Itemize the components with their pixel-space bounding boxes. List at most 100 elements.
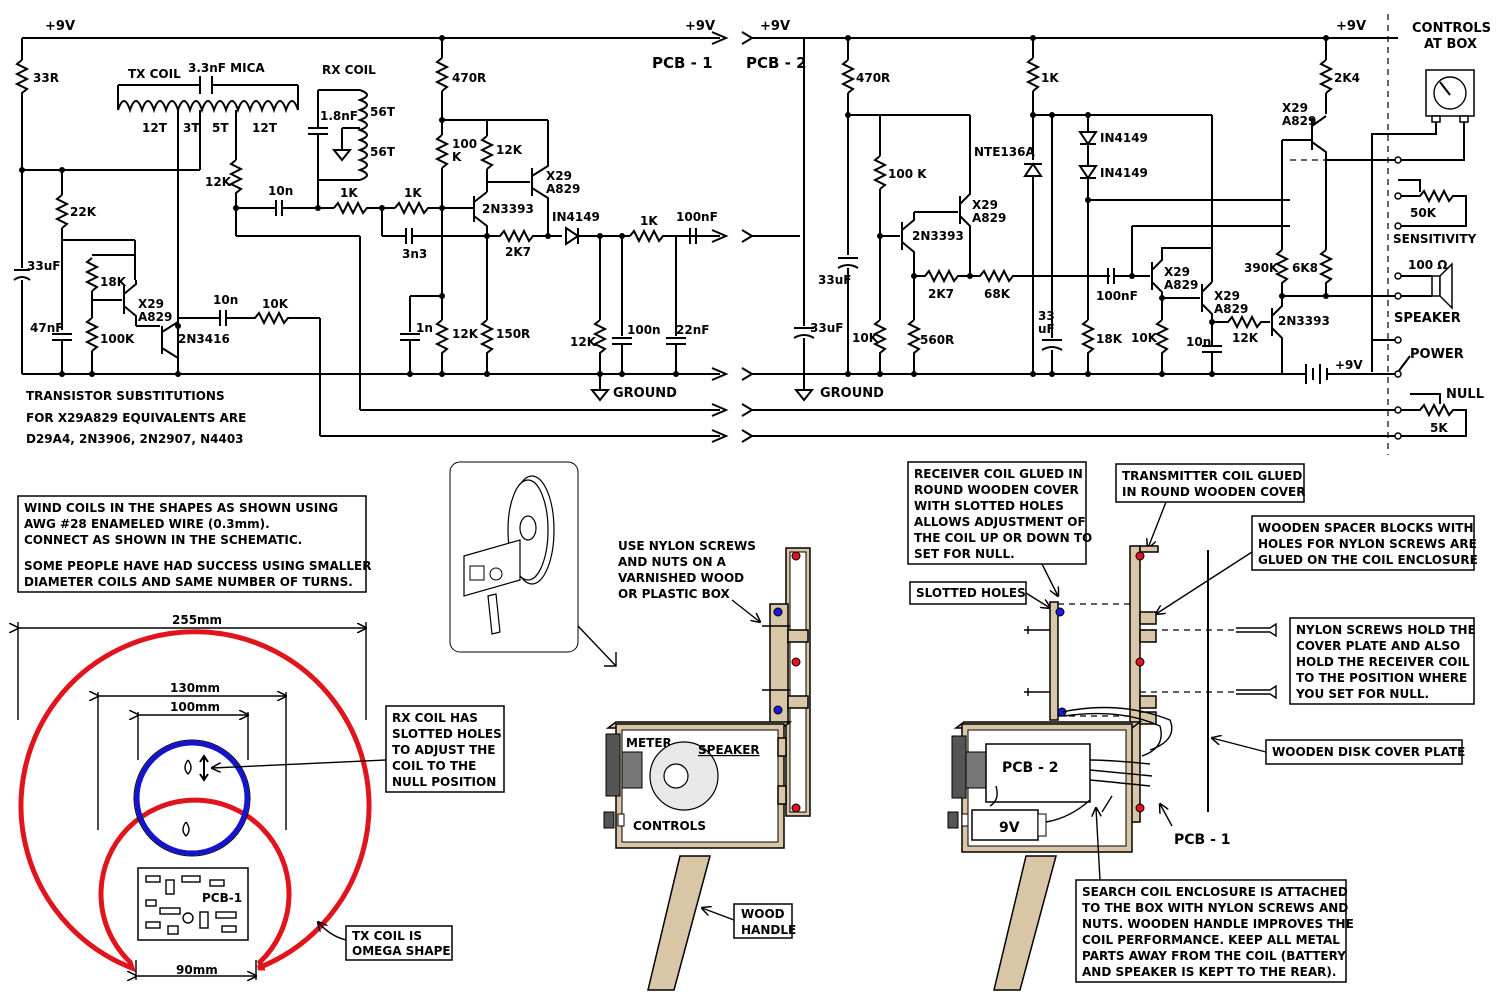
svg-text:DIAMETER COILS AND SAME NUMBER: DIAMETER COILS AND SAME NUMBER OF TURNS. [24, 575, 353, 589]
svg-text:5K: 5K [1430, 421, 1448, 435]
svg-text:22nF: 22nF [676, 323, 709, 337]
svg-text:AND NUTS ON A: AND NUTS ON A [618, 555, 727, 569]
svg-text:SLOTTED HOLES: SLOTTED HOLES [392, 727, 502, 741]
ground-symbol-pcb1 [589, 389, 611, 402]
resistor-1k-d [1025, 57, 1041, 92]
resistor-10k-c [872, 319, 888, 374]
svg-text:COVER PLATE AND ALSO: COVER PLATE AND ALSO [1296, 639, 1460, 653]
ground-symbol-rx [331, 149, 353, 162]
substitutions-title: TRANSISTOR SUBSTITUTIONS [26, 389, 225, 403]
svg-text:ROUND WOODEN COVER: ROUND WOODEN COVER [914, 483, 1079, 497]
svg-text:100 Ω: 100 Ω [1408, 258, 1447, 272]
svg-text:100K: 100K [100, 332, 135, 346]
svg-text:+9V: +9V [1336, 19, 1366, 34]
coil-enclosure-right [1129, 545, 1141, 823]
svg-text:2N3393: 2N3393 [1278, 314, 1330, 328]
resistor-560r [906, 319, 922, 374]
wood-handle-right [993, 855, 1057, 991]
svg-text:1K: 1K [404, 186, 422, 200]
svg-text:18K: 18K [1096, 332, 1123, 346]
svg-text:10n: 10n [213, 293, 238, 307]
svg-text:TO ADJUST THE: TO ADJUST THE [392, 743, 495, 757]
power-label: POWER [1410, 347, 1464, 362]
svg-text:150R: 150R [496, 327, 530, 341]
svg-text:NYLON SCREWS HOLD THE: NYLON SCREWS HOLD THE [1296, 623, 1476, 637]
blue-screw [773, 607, 783, 617]
pcb2-board [985, 743, 1091, 803]
svg-text:100mm: 100mm [170, 700, 220, 714]
resistor-150r [479, 319, 495, 374]
pcb1-signal-out [676, 229, 729, 243]
resistor-470r-b [840, 59, 856, 94]
svg-text:1K: 1K [340, 186, 358, 200]
svg-text:12K: 12K [570, 335, 597, 349]
resistor-100k-b [434, 134, 450, 169]
svg-text:X29A829: X29A829 [1282, 101, 1316, 128]
svg-text:TX COIL IS: TX COIL IS [352, 929, 422, 943]
svg-text:PARTS AWAY FROM THE COIL (BATT: PARTS AWAY FROM THE COIL (BATTERY [1082, 949, 1346, 963]
svg-text:YOU SET FOR NULL.: YOU SET FOR NULL. [1295, 687, 1429, 701]
pcb2-schematic: +9V +9V PCB - 2 33uF GROUND 470R 33uF 10… [741, 19, 1398, 443]
svg-text:WOODEN SPACER BLOCKS WITH: WOODEN SPACER BLOCKS WITH [1258, 521, 1473, 535]
svg-text:AND SPEAKER IS KEPT TO THE REA: AND SPEAKER IS KEPT TO THE REAR). [1082, 965, 1336, 979]
svg-text:10K: 10K [1131, 331, 1158, 345]
svg-text:SOME PEOPLE HAVE HAD SUCCESS U: SOME PEOPLE HAVE HAD SUCCESS USING SMALL… [24, 559, 371, 573]
pcb1-label: PCB - 1 [652, 54, 713, 72]
svg-text:CONNECT AS SHOWN IN THE SCHEMA: CONNECT AS SHOWN IN THE SCHEMATIC. [24, 533, 302, 547]
resistor-12k-e [1212, 314, 1270, 330]
svg-text:X29A829: X29A829 [1164, 265, 1198, 292]
svg-text:USE NYLON SCREWS: USE NYLON SCREWS [618, 539, 756, 553]
svg-text:5T: 5T [212, 121, 229, 135]
slotted-hole-icons [182, 759, 192, 837]
nylon-hold-note [1289, 617, 1475, 705]
svg-text:X29A829: X29A829 [1214, 289, 1248, 316]
resistor-2k7 [487, 228, 562, 244]
resistor-10k-b [1154, 319, 1170, 374]
svg-text:33R: 33R [33, 71, 59, 85]
svg-text:47nF: 47nF [30, 321, 63, 335]
spacers-note [1251, 515, 1475, 571]
svg-text:100K: 100K [452, 137, 477, 164]
svg-text:+9V: +9V [1335, 358, 1363, 372]
svg-text:TX COIL: TX COIL [128, 67, 181, 81]
svg-text:33uF: 33uF [818, 273, 851, 287]
svg-text:D29A4, 2N3906, 2N2907, N4403: D29A4, 2N3906, 2N2907, N4403 [26, 432, 244, 446]
svg-text:CONTROLS: CONTROLS [1412, 21, 1491, 36]
svg-text:COIL TO THE: COIL TO THE [392, 759, 476, 773]
wood-handle-left [647, 855, 711, 991]
svg-text:SPEAKER: SPEAKER [698, 743, 760, 757]
svg-text:X29A829: X29A829 [546, 169, 580, 196]
rx-slots-note [385, 705, 505, 793]
svg-text:3T: 3T [183, 121, 200, 135]
svg-text:RX COIL: RX COIL [322, 63, 376, 77]
svg-text:470R: 470R [856, 71, 890, 85]
svg-text:6K8: 6K8 [1292, 261, 1318, 275]
pcb1-rail-arrow [711, 31, 729, 45]
svg-text:100 K: 100 K [888, 167, 927, 181]
svg-text:90mm: 90mm [176, 963, 218, 977]
ground-symbol-pcb2 [793, 389, 815, 402]
red-screw [791, 551, 801, 561]
svg-text:METER: METER [626, 736, 672, 750]
resistor-390k [1274, 249, 1290, 296]
svg-text:2N3393: 2N3393 [482, 202, 534, 216]
svg-text:IN4149: IN4149 [1100, 166, 1148, 180]
svg-text:SEARCH COIL ENCLOSURE IS ATTAC: SEARCH COIL ENCLOSURE IS ATTACHED [1082, 885, 1348, 899]
svg-text:470R: 470R [452, 71, 486, 85]
svg-text:68K: 68K [984, 287, 1011, 301]
null-pot [1398, 402, 1467, 437]
svg-text:AT BOX: AT BOX [1424, 37, 1477, 52]
diode-d3 [1078, 165, 1098, 180]
svg-text:33uF: 33uF [810, 321, 843, 335]
resistor-12k-b [434, 319, 450, 374]
svg-text:TO THE BOX WITH NYLON SCREWS A: TO THE BOX WITH NYLON SCREWS AND [1082, 901, 1348, 915]
svg-text:100nF: 100nF [1096, 289, 1138, 303]
svg-text:WOODEN DISK COVER PLATE: WOODEN DISK COVER PLATE [1272, 745, 1465, 759]
sensitivity-label: SENSITIVITY [1393, 232, 1477, 246]
svg-text:WIND COILS IN THE SHAPES AS SH: WIND COILS IN THE SHAPES AS SHOWN USING [24, 501, 338, 515]
svg-text:ALLOWS ADJUSTMENT OF: ALLOWS ADJUSTMENT OF [914, 515, 1086, 529]
svg-text:3n3: 3n3 [402, 247, 427, 261]
rx-glued-note [907, 461, 1087, 565]
resistor-12k-a [228, 159, 244, 236]
detector-sketch [449, 461, 617, 667]
